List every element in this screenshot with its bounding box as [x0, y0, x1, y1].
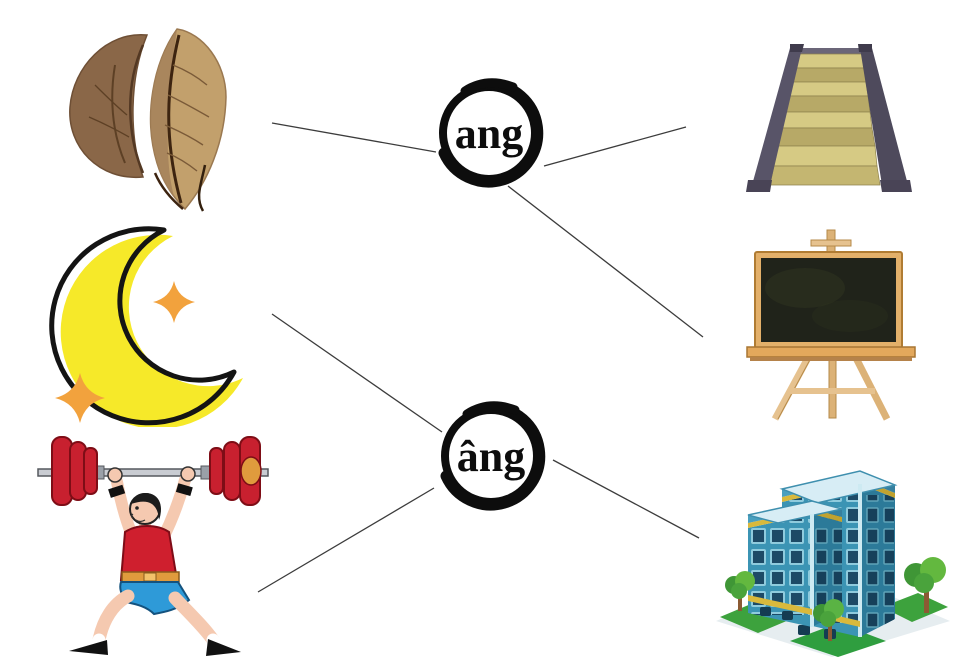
sparkle-icon — [55, 373, 105, 423]
sound-circle-ang-circumflex[interactable]: âng — [431, 394, 551, 518]
picture-weightlifter[interactable] — [25, 420, 295, 658]
line-moon-to-angcirc — [271, 313, 443, 433]
sound-circle-ang[interactable]: ang — [429, 71, 549, 195]
line-angcirc-to-building — [552, 459, 700, 539]
line-weightlifter-to-angcirc — [257, 487, 435, 593]
tree-icon — [813, 599, 844, 641]
office-building-illustration — [716, 470, 950, 657]
dried-leaves-illustration — [69, 28, 227, 212]
sparkle-icon — [153, 281, 195, 323]
picture-dried-leaves[interactable] — [55, 25, 265, 220]
tree-icon — [904, 557, 946, 613]
picture-office-building[interactable] — [712, 443, 952, 658]
tree-icon — [725, 571, 755, 611]
sound-label-ang: ang — [455, 109, 523, 158]
weightlifter-illustration — [37, 436, 269, 656]
line-ang-to-blackboard — [507, 185, 704, 338]
picture-blackboard[interactable] — [745, 228, 925, 428]
line-leaves-to-ang — [271, 122, 437, 153]
picture-staircase[interactable] — [742, 42, 927, 202]
sound-label-ang-circumflex: âng — [457, 432, 525, 481]
blackboard-illustration — [746, 229, 916, 421]
picture-crescent-moon[interactable] — [38, 222, 268, 432]
line-ang-to-staircase — [543, 126, 687, 167]
crescent-moon-illustration — [49, 226, 243, 429]
staircase-illustration — [746, 44, 912, 192]
